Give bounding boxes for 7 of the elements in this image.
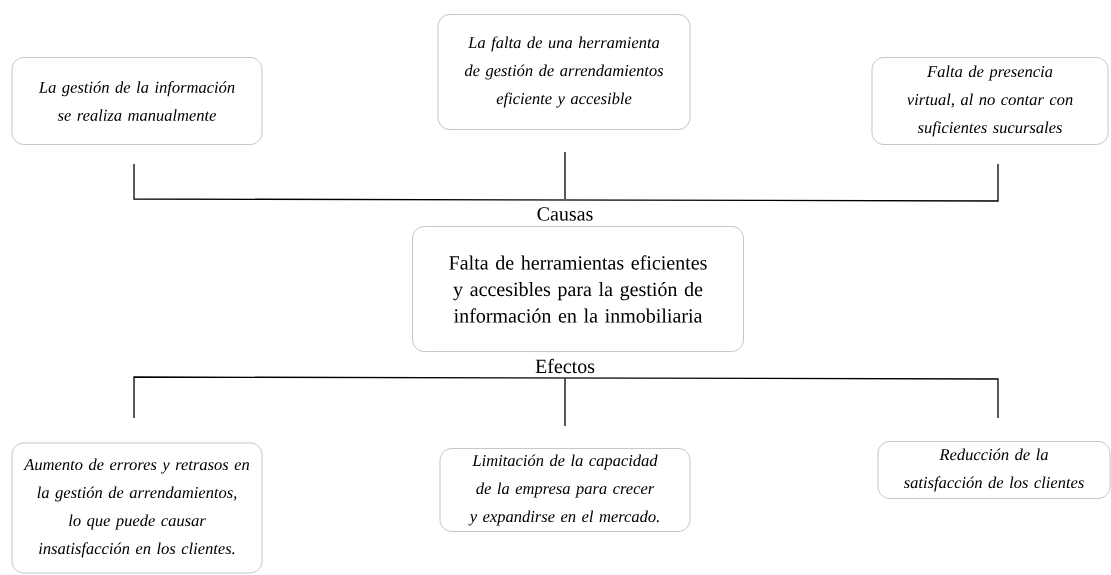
effect-box: Limitación de la capacidad de la empresa para crecer y expandirse en el mercado. (439, 448, 691, 532)
problem-box: Falta de herramientas eficientes y accesibles para la gestión de información en la inmobiliaria (412, 226, 744, 352)
effect-box: Aumento de errores y retrasos en la gestión de arrendamientos, lo que puede causar insatisfacción en los clientes. (11, 442, 263, 574)
cause-box: La falta de una herramienta de gestión de arrendamientos eficiente y accesible (437, 14, 691, 130)
effect-box: Reducción de la satisfacción de los clientes (877, 441, 1111, 499)
cause-box: La gestión de la información se realiza manualmente (11, 57, 263, 145)
cause-box: Falta de presencia virtual, al no contar con suficientes sucursales (871, 57, 1109, 145)
